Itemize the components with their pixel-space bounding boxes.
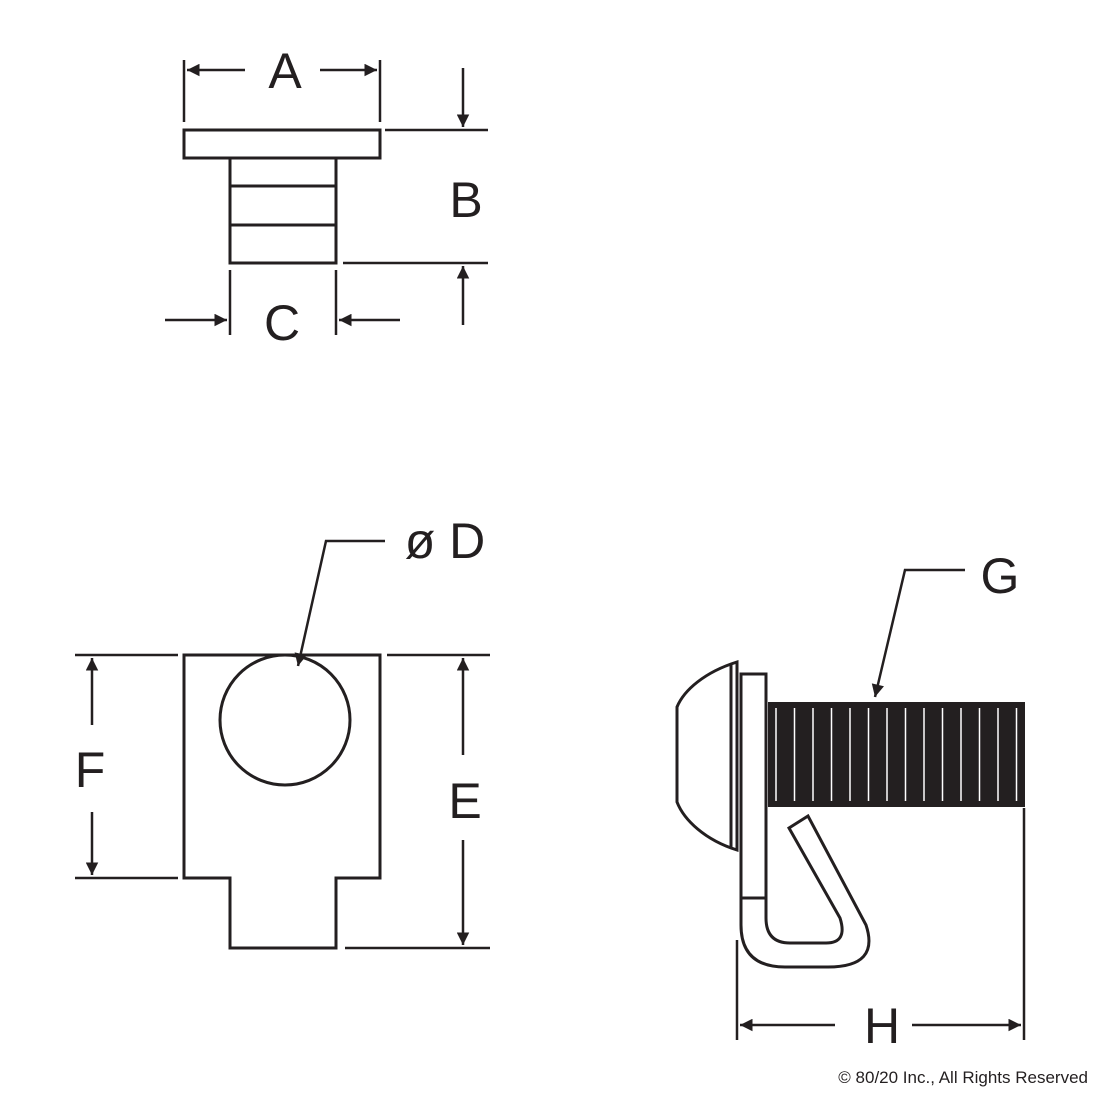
body-outline [182,653,382,950]
dim-label-e: E [448,773,481,829]
dim-label-c: C [264,295,300,351]
screw-head [675,659,739,853]
dim-label-a: A [268,43,302,99]
dim-label-g: G [981,548,1020,604]
dim-label-h: H [864,998,900,1054]
flange-outline [182,128,382,160]
front-view: ø D F E [75,513,490,950]
copyright-notice: © 80/20 Inc., All Rights Reserved [838,1068,1088,1087]
top-view: A B C [165,43,488,351]
side-view: G H [675,548,1026,1054]
hook [739,813,871,969]
hole-circle [218,653,352,787]
dim-label-f: F [75,742,106,798]
dim-g-leader [871,568,965,698]
stem-outline [228,156,338,265]
hook-plate [739,672,768,900]
dim-label-b: B [449,172,482,228]
screw-thread [768,702,1025,807]
dim-label-d: ø D [405,513,486,569]
dim-d-leader [294,539,385,667]
